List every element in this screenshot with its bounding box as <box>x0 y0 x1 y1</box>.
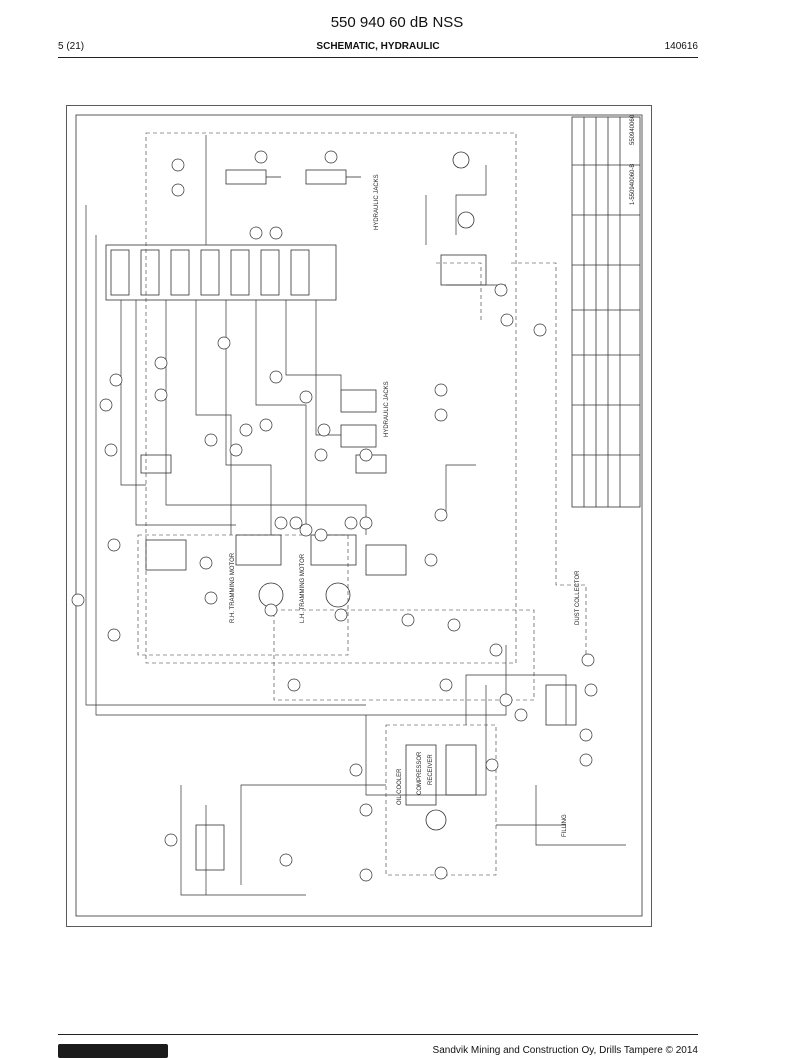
title-block <box>571 116 641 508</box>
footer-copyright: Sandvik Mining and Construction Oy, Dril… <box>432 1045 698 1056</box>
label-oil-cooler: OIL COOLER <box>397 768 403 805</box>
header-divider <box>58 57 698 58</box>
valve-bank <box>105 244 337 301</box>
label-receiver: RECEIVER <box>428 754 434 785</box>
label-filling: FILLING <box>562 814 568 837</box>
label-dust-collector: DUST COLLECTOR <box>575 570 581 625</box>
hydraulic-lines <box>85 135 626 896</box>
label-rh-tramming-motor: R.H. TRAMMING MOTOR <box>230 552 236 623</box>
drill-boundary <box>273 609 535 701</box>
header-date: 140616 <box>664 41 698 52</box>
jack-cylinders-mid <box>340 389 377 448</box>
label-compressor: COMPRESSOR <box>417 751 423 795</box>
label-hydraulic-jacks-top: HYDRAULIC JACKS <box>374 174 380 230</box>
pump-group <box>440 151 577 726</box>
callout-bubbles <box>71 150 598 882</box>
footer-divider <box>58 1034 698 1035</box>
page-number: 5 (21) <box>58 41 85 52</box>
tramming-valves <box>235 534 357 608</box>
title-block-part-number: 550940060 <box>630 114 636 145</box>
title-block-drawing-number: 1-550940060-B <box>630 164 636 205</box>
carrier-boundary <box>137 534 349 656</box>
carrier-components <box>140 454 407 871</box>
hydraulic-schematic: HYDRAULIC JACKS HYDRAULIC JACKS R.H. TRA… <box>66 105 652 927</box>
sandvik-logo <box>58 1044 168 1058</box>
section-title: SCHEMATIC, HYDRAULIC <box>316 41 440 52</box>
doc-title: 550 940 60 dB NSS <box>330 14 464 31</box>
machine-boundary <box>145 132 517 664</box>
compressor-receiver <box>405 744 477 831</box>
label-hydraulic-jacks-mid: HYDRAULIC JACKS <box>384 381 390 437</box>
drawing-inner-frame <box>75 114 643 917</box>
label-lh-tramming-motor: L.H. TRAMMING MOTOR <box>300 553 306 623</box>
jack-cylinders-top <box>225 169 361 185</box>
drawing-frame <box>66 105 652 927</box>
